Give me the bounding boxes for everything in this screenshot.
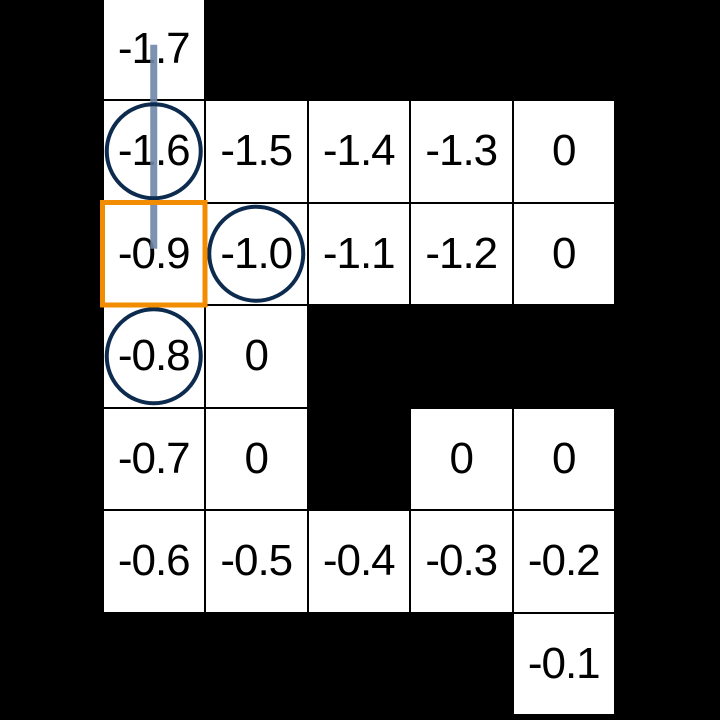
value-cell: -1.6	[103, 101, 204, 202]
value-cell: 0	[513, 101, 614, 202]
value-cell: -1.4	[308, 101, 409, 202]
value-cell: -0.1	[513, 613, 614, 714]
wall-cell	[1, 0, 102, 99]
wall-cell	[308, 0, 409, 99]
value-cell: -0.6	[103, 511, 204, 612]
wall-cell	[206, 0, 307, 99]
value-cell: -1.3	[411, 101, 512, 202]
value-cell: -1.5	[206, 101, 307, 202]
value-cell: 0	[513, 408, 614, 509]
value-cell: 0	[206, 306, 307, 407]
wall-cell	[308, 408, 409, 509]
wall-cell	[1, 613, 102, 714]
wall-cell	[411, 306, 512, 407]
wall-cell	[513, 0, 614, 99]
wall-cell	[513, 306, 614, 407]
value-cell: 0	[411, 408, 512, 509]
wall-cell	[103, 613, 204, 714]
value-cell: -1.2	[411, 203, 512, 304]
wall-cell	[308, 613, 409, 714]
value-cell: -1.0	[206, 203, 307, 304]
wall-cell	[1, 408, 102, 509]
wall-cell	[308, 306, 409, 407]
value-cell: -1.1	[308, 203, 409, 304]
wall-cell	[206, 613, 307, 714]
value-cell: -0.5	[206, 511, 307, 612]
value-cell: -0.3	[411, 511, 512, 612]
value-cell: 0	[513, 203, 614, 304]
value-cell: -0.7	[103, 408, 204, 509]
wall-cell	[1, 203, 102, 304]
wall-cell	[1, 101, 102, 202]
wall-cell	[1, 306, 102, 407]
wall-cell	[411, 0, 512, 99]
value-cell: -0.9	[103, 203, 204, 304]
value-cell: -0.8	[103, 306, 204, 407]
value-cell: -0.4	[308, 511, 409, 612]
value-cell: -1.7	[103, 0, 204, 99]
wall-cell	[1, 511, 102, 612]
value-cell: 0	[206, 408, 307, 509]
value-cell: -0.2	[513, 511, 614, 612]
wall-cell	[411, 613, 512, 714]
